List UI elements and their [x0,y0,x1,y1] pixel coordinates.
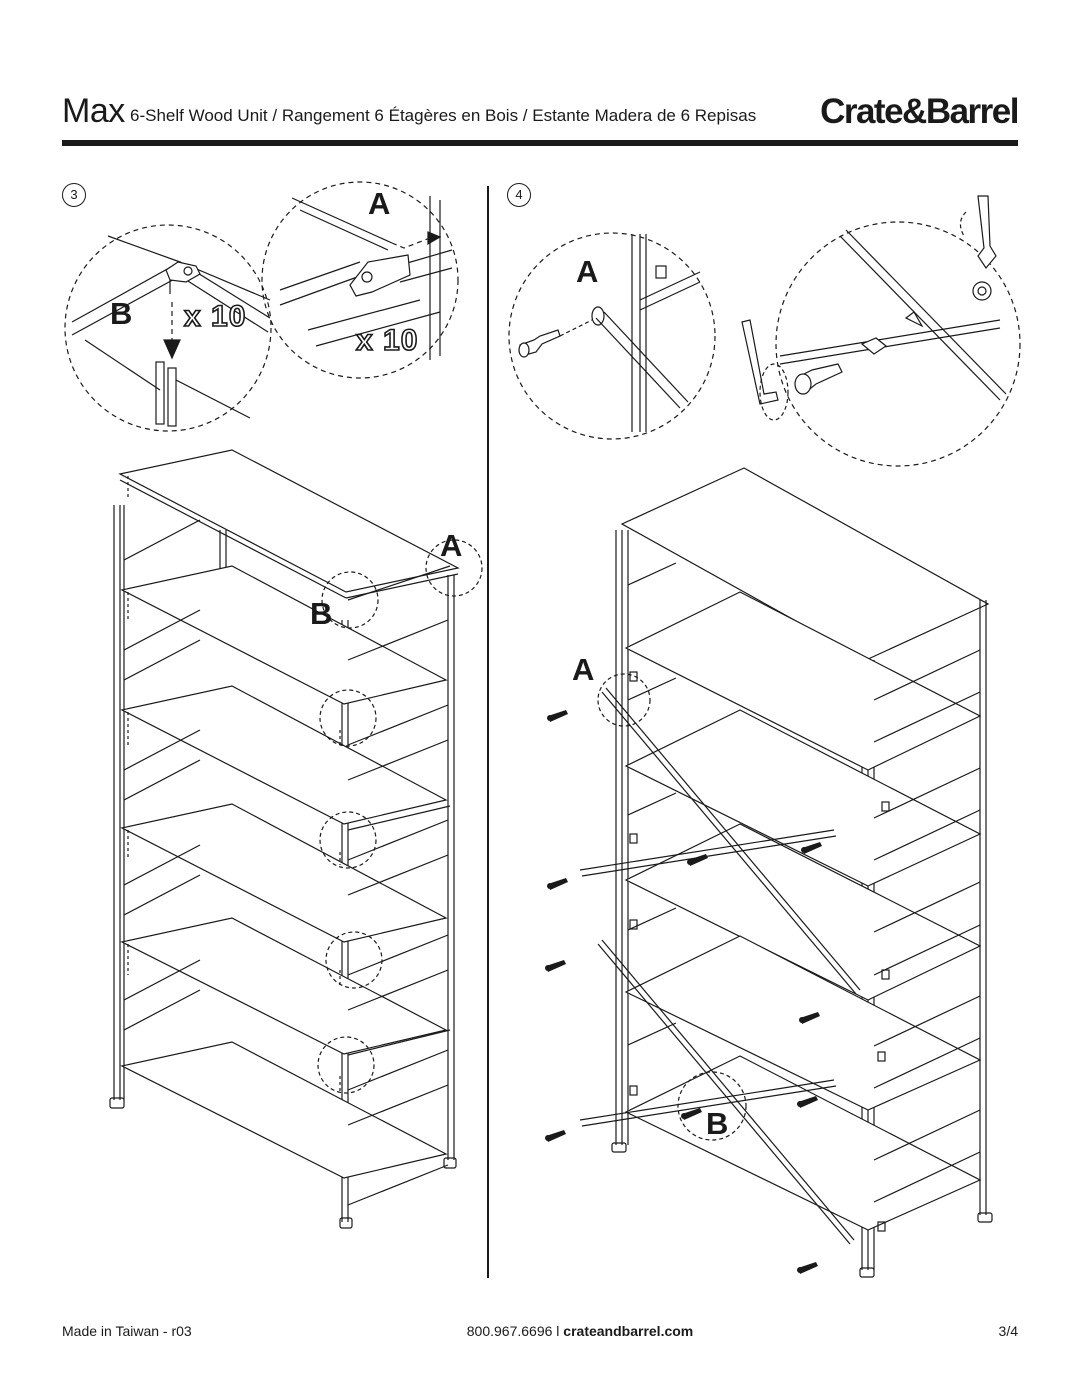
footer-phone: 800.967.6696 [466,1323,553,1339]
footer-website-link[interactable]: crateandbarrel.com [563,1323,694,1339]
step3-callout-b: B [310,596,333,631]
step4-detail-a [508,232,716,440]
step4-shelf-unit [545,467,993,1278]
step3-callout-a: A [440,528,463,563]
footer-separator: l [556,1323,560,1339]
step4-callout-a: A [572,652,595,687]
step3-shelf-unit [109,449,483,1229]
step3-quantity-b: x 10 [183,299,247,334]
step4-detail-a-label: A [576,254,599,289]
page-header: Max 6-Shelf Wood Unit / Rangement 6 Étag… [62,92,1019,132]
step3-detail-b [64,224,272,432]
step-divider [487,186,489,1278]
step4-detail-b [741,195,1021,467]
step3-detail-a-label: A [368,186,391,221]
step-3-number: 3 [62,183,86,207]
footer-contact: 800.967.6696 l crateandbarrel.com [430,1323,730,1339]
step3-detail-a [261,181,459,379]
step-4-number: 4 [507,183,531,207]
page-number: 3/4 [998,1323,1018,1339]
product-name: Max [62,92,125,130]
product-description: 6-Shelf Wood Unit / Rangement 6 Étagères… [130,106,757,125]
step4-callout-b: B [706,1106,729,1141]
footer-origin: Made in Taiwan - r03 [62,1323,192,1339]
header-rule [62,140,1018,146]
brand-logo: Crate&Barrel [820,92,1019,131]
step3-detail-b-label: B [110,296,133,331]
step3-quantity-a: x 10 [355,323,419,358]
